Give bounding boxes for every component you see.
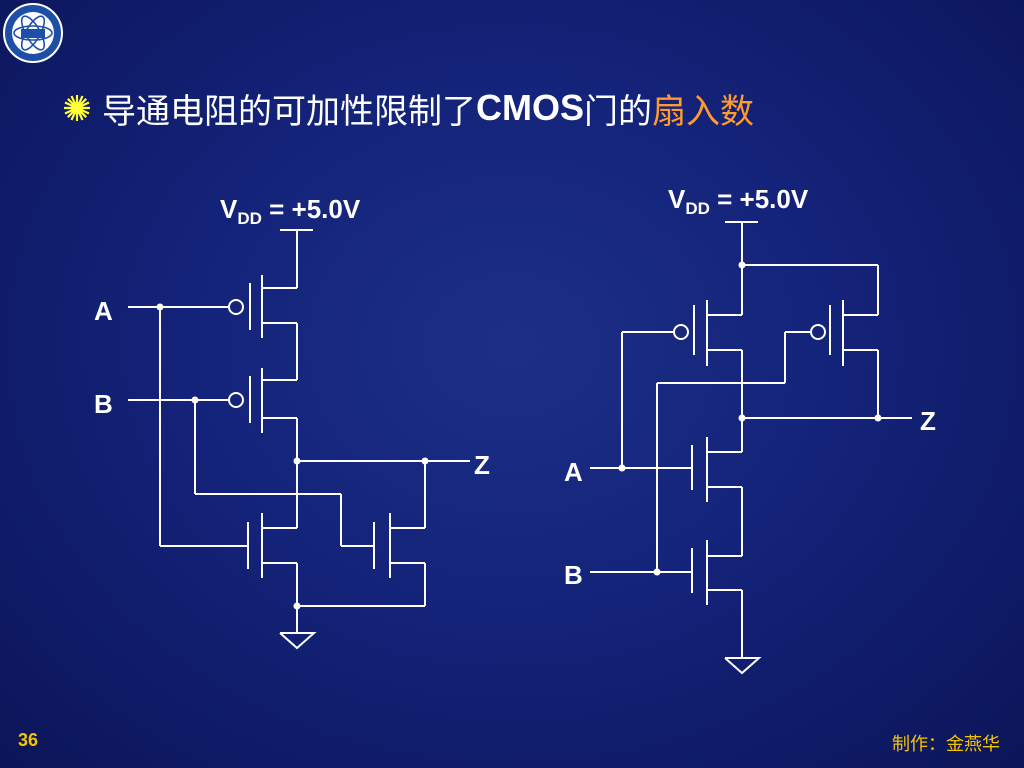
left-input-a-label: A: [94, 296, 113, 326]
right-wires: [590, 221, 912, 675]
left-wires: [128, 229, 470, 650]
title-gate: 门的: [584, 91, 652, 132]
left-nor-circuit: VDD = +5.0V: [94, 194, 490, 650]
author-credit: 制作：金燕华: [892, 734, 1000, 755]
page-number: 36: [18, 730, 39, 750]
pmos-b-gate-bubble: [228, 392, 244, 408]
pmos-b-gate-bubble: [810, 324, 826, 340]
left-input-b-label: B: [94, 389, 113, 419]
right-vdd-label: VDD = +5.0V: [668, 184, 809, 218]
sun-bullet-icon: [64, 95, 90, 121]
right-nand-circuit: VDD = +5.0V: [564, 184, 936, 675]
right-output-label: Z: [920, 406, 936, 436]
pmos-a-gate-bubble: [673, 324, 689, 340]
title-cmos: CMOS: [476, 87, 584, 128]
left-output-label: Z: [474, 450, 490, 480]
right-input-a-label: A: [564, 457, 583, 487]
pmos-a-gate-bubble: [228, 299, 244, 315]
right-input-b-label: B: [564, 560, 583, 590]
title-text: 导通电阻的可加性限制了: [102, 91, 476, 132]
university-seal-icon: [3, 3, 63, 63]
left-vdd-label: VDD = +5.0V: [220, 194, 361, 228]
title-highlight: 扇入数: [652, 91, 754, 132]
